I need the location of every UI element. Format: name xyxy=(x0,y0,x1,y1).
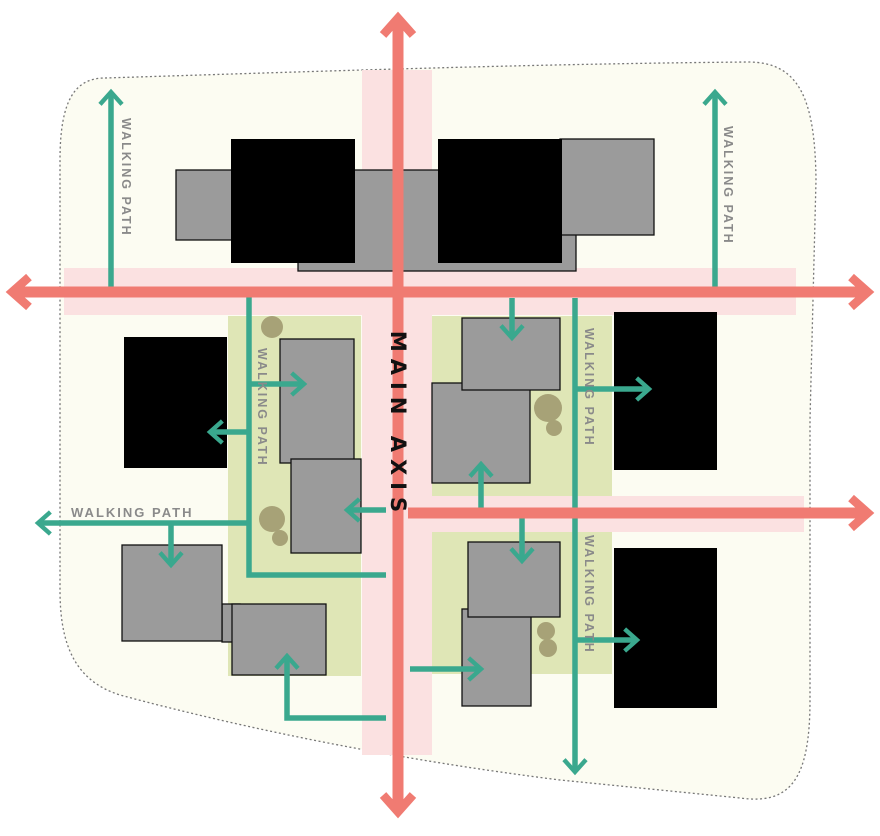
tree xyxy=(539,639,557,657)
tree xyxy=(259,506,285,532)
trees xyxy=(259,316,562,657)
walking-path-label-southeast-courtyard: WALKING PATH xyxy=(582,535,596,654)
grey-building-southeast-lower xyxy=(461,608,532,707)
tree xyxy=(261,316,283,338)
black-building-north-left xyxy=(231,139,355,263)
main-axis-label: MAIN AXIS xyxy=(386,331,410,519)
walking-path-label-north-west: WALKING PATH xyxy=(119,118,133,237)
grey-building-north-wing-left xyxy=(175,169,237,241)
grey-building-northeast-upper xyxy=(461,317,561,391)
walking-path-label-north-east: WALKING PATH xyxy=(721,126,735,245)
walking-path-label-west-courtyard: WALKING PATH xyxy=(255,348,269,467)
walking-paths xyxy=(34,88,728,776)
tree xyxy=(546,420,562,436)
black-building-west xyxy=(124,337,227,468)
black-building-north-right xyxy=(438,139,562,263)
walking-path-south-loop xyxy=(274,652,386,721)
grey-building-southeast-upper xyxy=(467,541,561,618)
grey-building-north-wing-right xyxy=(559,138,655,236)
walking-path-label-west-spur: WALKING PATH xyxy=(71,505,193,520)
grey-building-south-central xyxy=(231,603,327,676)
grey-building-west-middle xyxy=(290,458,362,554)
walking-path-west-loop xyxy=(246,297,386,578)
black-building-east-lower xyxy=(614,548,717,708)
tree xyxy=(272,530,288,546)
grey-building-west-upper xyxy=(279,338,355,464)
tree xyxy=(534,394,562,422)
walking-path-label-northeast-courtyard: WALKING PATH xyxy=(582,328,596,447)
main-axis-arrows xyxy=(5,11,875,819)
tree xyxy=(537,622,555,640)
